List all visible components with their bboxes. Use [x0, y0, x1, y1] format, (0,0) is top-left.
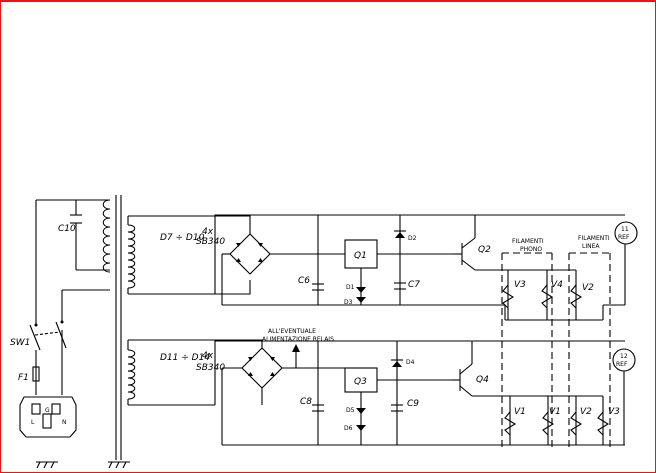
diode-d1 [356, 287, 366, 293]
label-ref2-num: 12 [620, 353, 628, 360]
label-plug-g: G [45, 407, 50, 414]
lower-supply [128, 339, 636, 446]
label-ref2-text: REF [616, 361, 628, 368]
label-q1: Q1 [354, 251, 367, 261]
label-filament-linea-1: FILAMENTI [578, 235, 610, 242]
label-c9: C9 [407, 399, 419, 409]
label-plug-n: N [62, 419, 67, 426]
label-bridge-bot-part: SB340 [196, 363, 225, 373]
label-d4: D4 [406, 359, 415, 366]
label-v3: V3 [514, 280, 526, 290]
relay-supply-arrow [292, 344, 300, 368]
label-d3: D3 [344, 299, 353, 306]
label-c8: C8 [300, 397, 312, 407]
diode-d5 [356, 408, 366, 414]
label-plug-l: L [31, 419, 35, 426]
label-v1b: V1 [549, 407, 561, 417]
label-c7: C7 [408, 280, 420, 290]
label-d-top: D7 ÷ D10 [160, 233, 205, 243]
label-c6: C6 [298, 276, 310, 286]
capacitor-c7 [394, 282, 406, 290]
label-d-bot: D11 ÷ D14 [160, 353, 210, 363]
ref-1-marker [614, 221, 638, 245]
capacitor-c10 [70, 214, 82, 224]
label-v2: V2 [582, 283, 594, 293]
label-filament-phono-1: FILAMENTI [512, 238, 544, 245]
filaments-lower [504, 395, 610, 445]
capacitor-c8 [312, 404, 324, 412]
diode-d6 [356, 425, 366, 431]
bridge-rectifier-upper [229, 233, 290, 275]
label-v3b: V3 [608, 407, 620, 417]
capacitor-c9 [391, 404, 403, 412]
label-relay-line2: ALIMENTAZIONE RELAIS [262, 336, 334, 343]
label-v1: V1 [514, 407, 526, 417]
label-d5: D5 [346, 407, 355, 414]
diode-d4 [392, 361, 402, 367]
label-v4: V4 [551, 280, 563, 290]
label-q2: Q2 [478, 245, 491, 255]
diode-d2 [395, 232, 405, 238]
filament-group-frames [501, 252, 611, 450]
label-bridge-top-count: 4x [202, 227, 214, 237]
label-q4: Q4 [476, 375, 489, 385]
label-filament-linea-2: LINEA [582, 243, 600, 250]
transistor-q4 [452, 341, 510, 397]
label-bridge-bot-count: 4x [202, 351, 214, 361]
label-filament-phono-2: PHONO [520, 246, 542, 253]
filaments-linea-upper [504, 269, 604, 321]
mains-input [19, 199, 130, 469]
filaments-phono-upper [502, 269, 554, 320]
switch-sw1 [29, 320, 67, 351]
label-c10: C10 [58, 224, 76, 234]
label-bridge-top-part: SB340 [196, 237, 225, 247]
label-ref1-text: REF [618, 234, 630, 241]
label-d6: D6 [344, 425, 353, 432]
mains-plug [19, 396, 77, 438]
label-f1: F1 [18, 373, 29, 383]
label-d2: D2 [408, 235, 417, 242]
label-relay-line1: ALL'EVENTUALE [268, 328, 316, 335]
transformer [102, 195, 136, 460]
fuse-f1 [32, 366, 40, 382]
label-ref1-num: 11 [621, 226, 629, 233]
upper-supply [128, 214, 638, 321]
label-v2b: V2 [580, 407, 592, 417]
bridge-rectifier-lower [241, 347, 283, 389]
label-sw1: SW1 [10, 338, 30, 348]
diode-d3 [356, 297, 366, 303]
capacitor-c6 [312, 283, 324, 291]
transistor-q2 [455, 215, 508, 271]
label-q3: Q3 [354, 377, 367, 387]
ground-symbols [36, 461, 130, 469]
label-d1: D1 [346, 284, 355, 291]
